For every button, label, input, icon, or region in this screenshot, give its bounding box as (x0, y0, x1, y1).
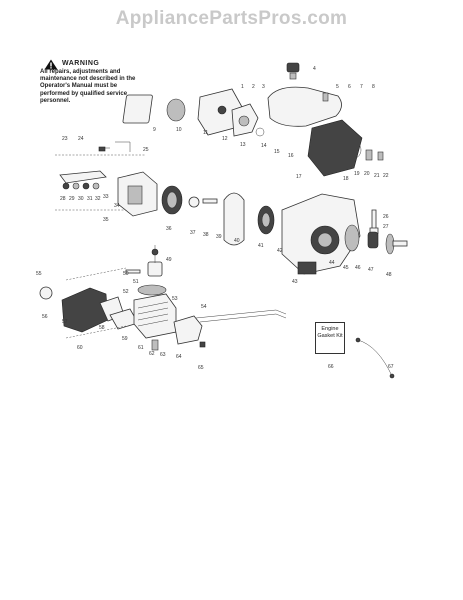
part-group-fuel-tank (267, 62, 384, 177)
callout-58: 58 (99, 325, 105, 331)
callout-52: 52 (123, 289, 129, 295)
callout-9: 9 (153, 127, 156, 133)
callout-21: 21 (374, 173, 380, 179)
callout-10: 10 (176, 127, 182, 133)
callout-34: 34 (114, 203, 120, 209)
callout-55: 55 (36, 271, 42, 277)
callout-41: 41 (258, 243, 264, 249)
callout-38: 38 (203, 232, 209, 238)
part-group-muffler (39, 267, 139, 339)
callout-42: 42 (277, 248, 283, 254)
callout-27: 27 (383, 224, 389, 230)
callout-45: 45 (343, 265, 349, 271)
callout-33: 33 (103, 194, 109, 200)
callout-25: 25 (143, 147, 149, 153)
callout-29: 29 (69, 196, 75, 202)
callout-37: 37 (190, 230, 196, 236)
callout-63: 63 (160, 352, 166, 358)
callout-8: 8 (372, 84, 375, 90)
callout-28: 28 (60, 196, 66, 202)
callout-35: 35 (103, 217, 109, 223)
part-group-throttle-cable (355, 337, 395, 379)
callout-54: 54 (201, 304, 207, 310)
warning-title: WARNING (62, 60, 100, 67)
callout-47: 47 (368, 267, 374, 273)
engine-gasket-kit-box: Engine Gasket Kit (315, 322, 345, 354)
callout-67: 67 (388, 364, 394, 370)
callout-23: 23 (62, 136, 68, 142)
callout-49: 49 (166, 257, 172, 263)
callout-20: 20 (364, 171, 370, 177)
callout-4: 4 (313, 66, 316, 72)
part-group-handle (55, 141, 158, 217)
callout-15: 15 (274, 149, 280, 155)
warning-triangle-icon (44, 59, 58, 70)
callout-12: 12 (222, 136, 228, 142)
callout-22: 22 (383, 173, 389, 179)
warning-body: All repairs, adjustments and maintenance… (40, 69, 136, 104)
callout-44: 44 (329, 260, 335, 266)
part-group-flywheel (161, 185, 275, 246)
callout-6: 6 (348, 84, 351, 90)
callout-51: 51 (133, 279, 139, 285)
callout-31: 31 (87, 196, 93, 202)
callout-3: 3 (262, 84, 265, 90)
part-group-cylinder (125, 245, 287, 351)
callout-46: 46 (355, 265, 361, 271)
callout-43: 43 (292, 279, 298, 285)
callout-24: 24 (78, 136, 84, 142)
callout-14: 14 (261, 143, 267, 149)
callout-57: 57 (62, 319, 68, 325)
callout-18: 18 (343, 176, 349, 182)
callout-60: 60 (77, 345, 83, 351)
callout-66: 66 (328, 364, 334, 370)
callout-61: 61 (138, 345, 144, 351)
callout-50: 50 (123, 271, 129, 277)
callout-1: 1 (241, 84, 244, 90)
callout-39: 39 (216, 234, 222, 240)
callout-30: 30 (78, 196, 84, 202)
site-watermark: AppliancePartsPros.com (115, 8, 348, 29)
callout-26: 26 (383, 214, 389, 220)
callout-59: 59 (122, 336, 128, 342)
callout-7: 7 (360, 84, 363, 90)
callout-65: 65 (198, 365, 204, 371)
callout-36: 36 (166, 226, 172, 232)
callout-5: 5 (336, 84, 339, 90)
callout-17: 17 (296, 174, 302, 180)
callout-64: 64 (176, 354, 182, 360)
callout-48: 48 (386, 272, 392, 278)
callout-16: 16 (288, 153, 294, 159)
part-group-air-filter (122, 88, 265, 137)
callout-13: 13 (240, 142, 246, 148)
part-group-engine-housing (281, 193, 408, 275)
callout-40: 40 (234, 238, 240, 244)
callout-62: 62 (149, 351, 155, 357)
callout-19: 19 (354, 171, 360, 177)
callout-32: 32 (95, 196, 101, 202)
callout-11: 11 (203, 130, 208, 136)
callout-2: 2 (252, 84, 255, 90)
callout-53: 53 (172, 296, 178, 302)
callout-56: 56 (42, 314, 48, 320)
callout-labels: 1 2 3 4 5 6 7 8 9 10 11 12 13 14 15 16 1… (36, 66, 394, 371)
